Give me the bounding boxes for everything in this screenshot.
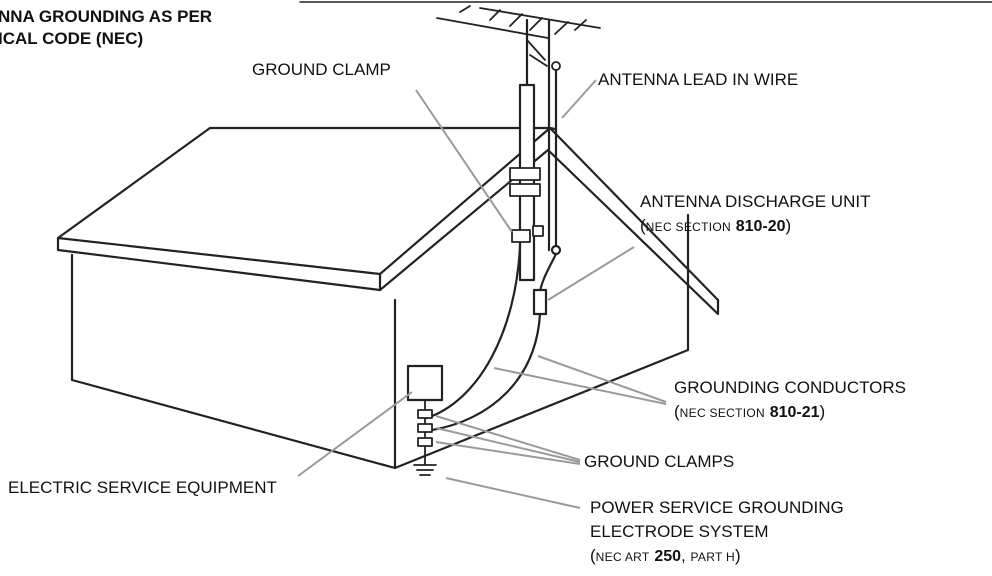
leader-power-service — [445, 477, 581, 509]
grounding-conductors-ref: (NEC SECTION 810-21) — [674, 402, 826, 421]
leader-clamps-2 — [435, 427, 581, 463]
house-side-wall — [393, 213, 690, 470]
discharge-unit-ref: (NEC SECTION 810-20) — [640, 216, 792, 235]
grounding-conductors-title: GROUNDING CONDUCTORS — [674, 378, 907, 397]
leader-ground-clamp — [415, 89, 513, 233]
leader-grounding-2 — [493, 367, 667, 405]
leader-lead-in-wire — [561, 79, 597, 119]
discharge-unit — [532, 288, 548, 316]
label-antenna-discharge-unit: ANTENNA DISCHARGE UNIT (NEC SECTION 810-… — [640, 192, 870, 237]
leader-lines — [297, 79, 667, 509]
label-power-service-grounding: POWER SERVICE GROUNDING ELECTRODE SYSTEM… — [590, 498, 844, 567]
title-line-2: ICAL CODE (NEC) — [0, 29, 144, 48]
label-ground-clamp: GROUND CLAMP — [252, 60, 391, 79]
title-line-1: NNA GROUNDING AS PER — [0, 7, 213, 26]
mast-standoffs — [509, 167, 544, 243]
diagram-title: NNA GROUNDING AS PER ICAL CODE (NEC) — [0, 6, 212, 50]
label-grounding-conductors: GROUNDING CONDUCTORS (NEC SECTION 810-21… — [674, 378, 906, 423]
leader-discharge-unit — [547, 246, 635, 301]
power-service-line-1: POWER SERVICE GROUNDING — [590, 498, 844, 517]
ground-clamps-electrode — [413, 399, 437, 476]
electric-service-box — [406, 364, 444, 402]
label-ground-clamps: GROUND CLAMPS — [584, 452, 735, 471]
leader-electric-equipment — [297, 391, 413, 477]
power-service-ref: (NEC ART 250, PART H) — [590, 546, 741, 565]
antenna-elements — [436, 5, 601, 71]
label-antenna-lead-in-wire: ANTENNA LEAD IN WIRE — [598, 70, 799, 89]
grounding-conductors — [425, 244, 542, 432]
power-service-line-2: ELECTRODE SYSTEM — [590, 522, 769, 541]
leader-grounding-1 — [537, 355, 667, 403]
house-roof — [56, 126, 720, 316]
house-front-wall — [70, 253, 397, 470]
discharge-unit-title: ANTENNA DISCHARGE UNIT — [640, 192, 871, 211]
label-electric-service-equipment: ELECTRIC SERVICE EQUIPMENT — [8, 478, 277, 497]
leader-clamps-1 — [435, 415, 581, 461]
leader-clamps-3 — [435, 441, 581, 465]
